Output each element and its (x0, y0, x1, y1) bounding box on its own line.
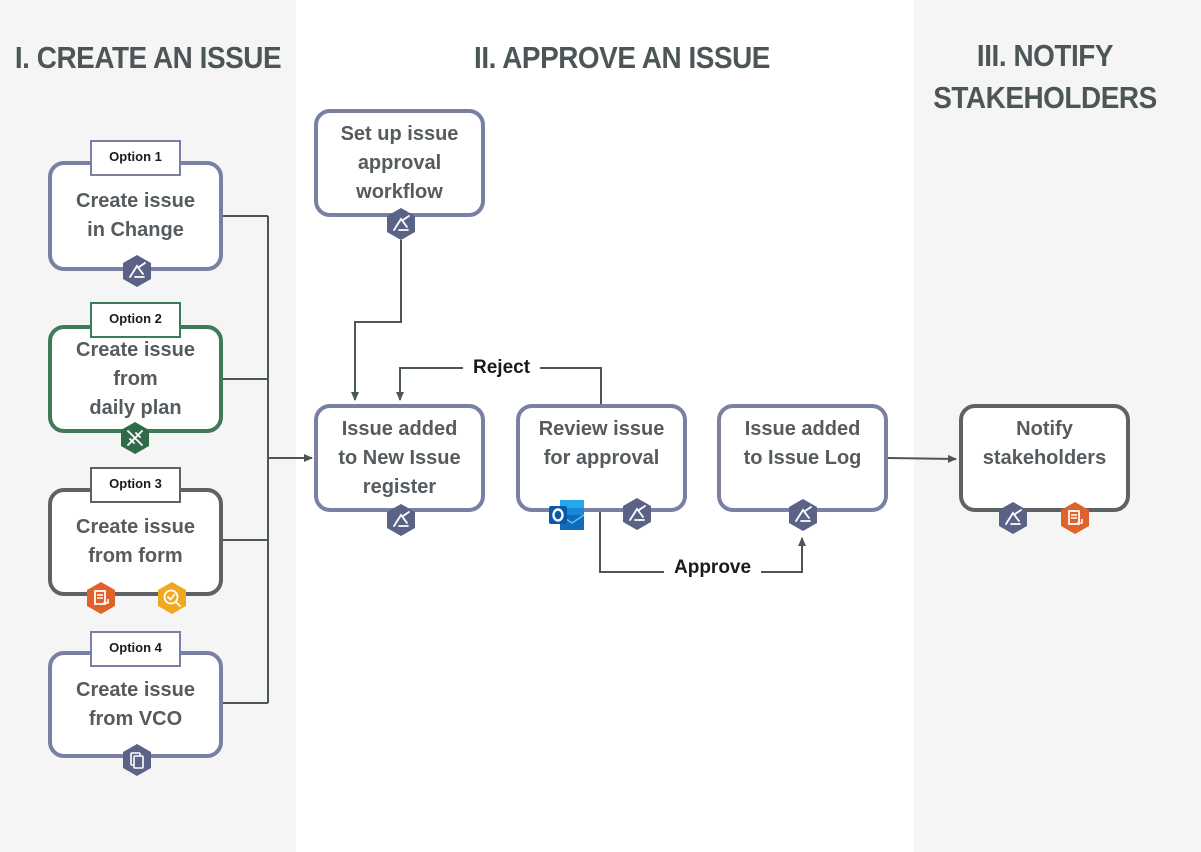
new-issue-register-box[interactable]: Issue added to New Issue register (314, 404, 485, 512)
notify-stakeholders-box[interactable]: Notify stakeholders (959, 404, 1130, 512)
notify-form-icon (1058, 501, 1092, 535)
connector-setup-to-register (351, 240, 402, 401)
option3-text: Create issue from form (76, 516, 195, 567)
lane-title-notify: III. NOTIFY STAKEHOLDERS (933, 38, 1157, 115)
review-issue-text: Review issue for approval (538, 418, 665, 469)
option4-tag: Option 4 (90, 631, 181, 667)
new-issue-register-text: Issue added to New Issue register (338, 417, 461, 498)
inspection-check-icon (155, 581, 189, 615)
notify-stakeholders-text: Notify stakeholders (982, 418, 1107, 469)
lane-title-create: I. CREATE AN ISSUE (14, 40, 282, 75)
review-issue-box[interactable]: Review issue for approval (516, 404, 687, 512)
review-change-app-icon (620, 497, 654, 531)
lane-title-approve: II. APPROVE AN ISSUE (474, 40, 770, 75)
connector-to-notify (887, 454, 957, 463)
daily-plan-icon (118, 421, 152, 455)
vco-document-icon (120, 743, 154, 777)
change-app-icon (120, 254, 154, 288)
setup-change-app-icon (384, 207, 418, 241)
approve-label: Approve (664, 555, 762, 581)
option3-box[interactable]: Create issue from form (48, 488, 223, 596)
option4-text: Create issue from VCO (76, 678, 195, 730)
option2-tag: Option 2 (90, 302, 181, 338)
reject-label: Reject (463, 355, 541, 381)
setup-workflow-box[interactable]: Set up issue approval workflow (314, 109, 485, 217)
issue-log-text: Issue added to Issue Log (743, 418, 862, 469)
option1-text: Create issue in Change (76, 190, 195, 241)
option2-text: Create issue from daily plan (76, 338, 195, 419)
log-change-app-icon (786, 498, 820, 532)
register-change-app-icon (384, 503, 418, 537)
option4-box[interactable]: Create issue from VCO (48, 651, 223, 758)
setup-workflow-text: Set up issue approval workflow (340, 122, 459, 203)
notify-change-app-icon (996, 501, 1030, 535)
option2-box[interactable]: Create issue from daily plan (48, 325, 223, 433)
option1-tag: Option 1 (90, 140, 181, 176)
outlook-icon (548, 497, 586, 533)
option3-tag: Option 3 (90, 467, 181, 503)
issue-log-box[interactable]: Issue added to Issue Log (717, 404, 888, 512)
form-icon (84, 581, 118, 615)
